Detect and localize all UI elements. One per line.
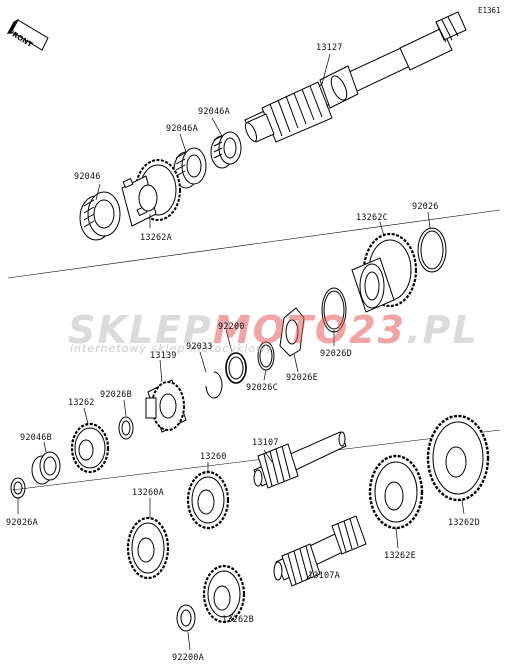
- bearing-92046: [80, 192, 120, 240]
- circlip-92033: [206, 372, 222, 398]
- part-label[interactable]: 13262A: [140, 233, 172, 243]
- part-label[interactable]: 92026E: [286, 373, 318, 383]
- gear-13260: [188, 472, 228, 528]
- axis-line-lower-left: [12, 430, 500, 490]
- part-label[interactable]: 92033: [186, 342, 213, 352]
- part-label[interactable]: 13262D: [448, 518, 480, 528]
- part-label[interactable]: 13260A: [132, 488, 164, 498]
- part-label[interactable]: 92026: [412, 202, 439, 212]
- part-label[interactable]: 92026C: [246, 383, 278, 393]
- bearing-92046A-upper: [211, 132, 241, 168]
- part-label[interactable]: 13139: [150, 351, 177, 361]
- part-label[interactable]: 92046A: [198, 107, 230, 117]
- gear-13260A: [128, 518, 168, 578]
- bearing-92200: [226, 353, 246, 383]
- circlip-92026: [418, 228, 446, 272]
- part-label[interactable]: 92026B: [100, 390, 132, 400]
- part-label[interactable]: 13127: [316, 43, 343, 53]
- gear-13139: [146, 380, 186, 432]
- gear-13262: [72, 424, 108, 472]
- part-label[interactable]: 92046A: [166, 124, 198, 134]
- part-label[interactable]: 13107: [252, 438, 279, 448]
- part-label[interactable]: 92200A: [172, 653, 204, 663]
- part-label[interactable]: 13107A: [308, 571, 340, 581]
- leader-lines: [18, 54, 464, 650]
- washer-92200A: [177, 605, 195, 631]
- part-label[interactable]: 92026D: [320, 349, 352, 359]
- main-shaft-13127: [243, 12, 466, 143]
- gear-13262C: [352, 234, 416, 312]
- part-label[interactable]: 13262C: [356, 213, 388, 223]
- washer-92026A: [11, 478, 25, 498]
- bearing-92046A-lower: [174, 148, 206, 188]
- part-label[interactable]: 92046B: [20, 433, 52, 443]
- part-label[interactable]: 92046: [74, 172, 101, 182]
- drive-shaft-13107: [254, 432, 346, 488]
- gear-13262D: [428, 416, 488, 500]
- part-label[interactable]: 13262E: [384, 551, 416, 561]
- part-label[interactable]: 92200: [218, 322, 245, 332]
- gear-13262A: [122, 160, 180, 226]
- shaft-13107A: [274, 516, 366, 586]
- bearing-92046B: [32, 452, 60, 484]
- front-arrow-icon: [8, 20, 48, 50]
- lockwasher-92026E: [280, 308, 304, 356]
- gear-13262B: [204, 566, 244, 622]
- part-label[interactable]: 13262B: [222, 615, 254, 625]
- gear-13262E: [370, 456, 422, 528]
- watermark-subtitle: internetowy sklep motocyklowy: [70, 342, 274, 355]
- part-label[interactable]: 13262: [68, 398, 95, 408]
- part-label[interactable]: 13260: [200, 452, 227, 462]
- part-label[interactable]: 92026A: [6, 518, 38, 528]
- watermark-brand: SKLEPMOTO23.PL: [68, 308, 479, 352]
- reference-code: E1361: [478, 6, 501, 15]
- axis-line-upper: [8, 210, 500, 278]
- washer-92026B: [119, 417, 133, 439]
